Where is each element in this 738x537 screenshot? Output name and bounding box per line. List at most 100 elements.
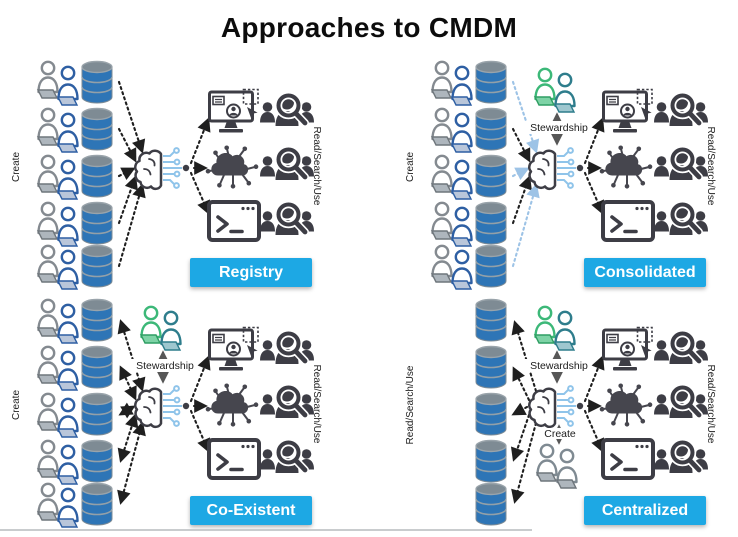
consumers [598,88,708,242]
app-screen-icon [208,88,260,134]
analytics-cloud-icon [204,144,260,190]
db-hub-bidirectional-arrows [117,319,146,505]
consumers [204,88,314,242]
create-label: Create [405,152,416,182]
consumer-group-icon [260,443,314,474]
badge-registry: Registry [190,258,312,287]
hub-to-consumer-arrows [189,117,211,215]
quadrant-centralized: Stewardship Create Read/Search/Use Read/… [402,290,732,530]
app-screen-icon [602,326,654,372]
plain-pair-icon [535,443,578,490]
database-icon [475,482,507,526]
creator-pair-icon [430,154,473,201]
creator-pair-icon [36,439,79,486]
hub-to-consumer-arrows [583,355,605,453]
creator-pair-icon [36,345,79,392]
mdm-hub-icon [134,146,191,191]
db-to-hub-arrows [511,80,540,268]
hub-to-consumer-arrows [189,355,211,453]
registry-scene: Create Read/Search/Use [11,60,322,291]
database-icon [475,201,507,245]
read-search-use-label: Read/Search/Use [311,365,322,444]
stewardship-link: Stewardship [522,112,596,146]
source-systems [36,298,113,529]
consumer-group-icon [654,334,708,365]
consumer-group-icon [260,96,314,127]
database-icon [81,154,113,198]
badge-consolidated: Consolidated [584,258,706,287]
database-icon [81,392,113,436]
database-icon [81,482,113,526]
steward-pair-icon [139,305,182,352]
database-icon [475,60,507,104]
creator-pair-icon [430,244,473,291]
stewardship-label: Stewardship [136,360,194,372]
database-icon [81,107,113,151]
hub-to-db-arrows [510,320,538,504]
app-screen-icon [208,326,260,372]
creator-pair-icon [430,60,473,107]
create-label: Create [544,428,576,440]
database-icon [475,439,507,483]
creator-pair-icon [36,60,79,107]
creator-pair-icon [36,298,79,345]
database-icon [81,201,113,245]
stewardship-link: Stewardship [128,350,202,384]
terminal-icon [207,200,261,242]
stewardship-label: Stewardship [530,122,588,134]
terminal-icon [601,200,655,242]
consumers [204,326,314,480]
steward-pair-icon [533,305,576,352]
database-icon [81,244,113,288]
quadrant-consolidated: Stewardship Create Read/Search/Use Conso… [402,52,732,292]
consumer-group-icon [654,443,708,474]
consumer-group-icon [260,334,314,365]
database-icon [475,154,507,198]
consumer-group-icon [654,150,708,181]
app-screen-icon [602,88,654,134]
analytics-cloud-icon [598,144,654,190]
mdm-hub-icon [528,384,585,429]
consumer-group-icon [260,205,314,236]
database-icon [81,439,113,483]
read-search-use-label: Read/Search/Use [311,127,322,206]
consumer-group-icon [654,205,708,236]
centralized-scene: Stewardship Create Read/Search/Use Read/… [405,298,716,526]
create-label: Create [11,152,22,182]
database-icon [475,345,507,389]
coexistent-scene: Stewardship Create Read/Search/Use [11,298,322,529]
read-search-use-left-label: Read/Search/Use [405,365,416,444]
source-systems [36,60,113,291]
source-systems [430,60,507,291]
consumer-group-icon [260,388,314,419]
badge-coexistent: Co-Existent [190,496,312,525]
creator-pair-icon [430,107,473,154]
consumer-databases [475,298,507,526]
bottom-divider [0,529,532,531]
database-icon [475,392,507,436]
creator-pair-icon [36,107,79,154]
consumer-group-icon [654,388,708,419]
create-link: Create [535,424,580,490]
page-title: Approaches to CMDM [220,12,518,43]
hub-to-consumer-arrows [583,117,605,215]
consolidated-scene: Stewardship Create Read/Search/Use [405,60,716,291]
quadrant-registry: Create Read/Search/Use Registry [8,52,338,292]
creator-pair-icon [36,392,79,439]
stewardship-label: Stewardship [530,360,588,372]
creator-pair-icon [36,201,79,248]
database-icon [475,244,507,288]
creator-pair-icon [36,482,79,529]
creator-pair-icon [36,244,79,291]
database-icon [475,107,507,151]
creator-pair-icon [430,201,473,248]
analytics-cloud-icon [598,382,654,428]
database-icon [81,298,113,342]
database-icon [81,60,113,104]
database-icon [475,298,507,342]
steward-pair-icon [533,67,576,114]
consumers [598,326,708,480]
terminal-icon [207,438,261,480]
creator-pair-icon [36,154,79,201]
